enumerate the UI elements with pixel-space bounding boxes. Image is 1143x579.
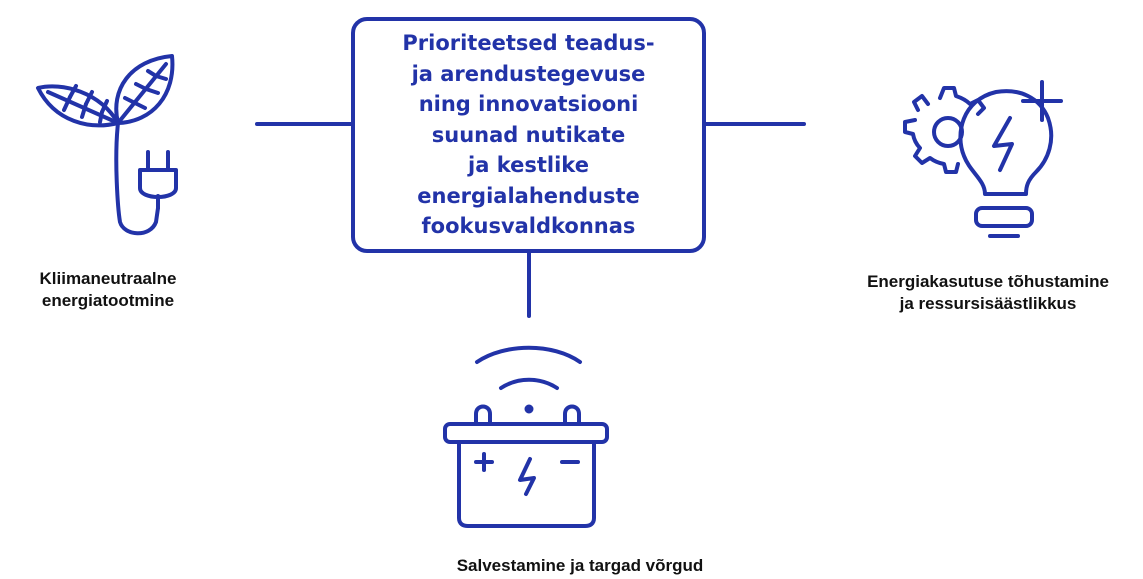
bulb-base: [974, 206, 1034, 228]
gear-outline: [903, 86, 986, 174]
center-title-line: suunad nutikate: [431, 122, 626, 147]
center-title-line: fookusvaldkonnas: [421, 214, 636, 239]
terminal-right: [563, 404, 581, 426]
battery-wireless-icon: [443, 345, 609, 528]
battery-top: [443, 422, 609, 444]
center-topic-title: Prioriteetsed teadus- ja arendustegevuse…: [392, 28, 664, 242]
gear-hub: [932, 116, 964, 148]
center-topic-box: Prioriteetsed teadus- ja arendustegevuse…: [351, 17, 706, 253]
lightbulb-gear-icon: [903, 80, 1063, 238]
bulb-outline: [958, 89, 1054, 196]
terminal-left: [474, 404, 492, 426]
label-line: ja ressursisäästlikkus: [899, 294, 1077, 313]
label-line: energiatootmine: [41, 291, 175, 310]
label-storage-smart-grids: Salvestamine ja targad võrgud: [380, 555, 780, 577]
label-line: Energiakasutuse tõhustamine: [867, 272, 1109, 291]
leaf-right-vein: [116, 62, 168, 125]
center-title-line: ja kestlike: [468, 153, 589, 178]
plant-plug-icon: [36, 54, 178, 236]
label-climate-neutral-production: Kliimaneutraalne energiatootmine: [18, 268, 198, 312]
wifi-arc-inner: [499, 377, 559, 390]
label-energy-efficiency: Energiakasutuse tõhustamine ja ressursis…: [838, 271, 1138, 315]
wifi-dot: [524, 404, 534, 414]
center-title-line: ja arendustegevuse: [411, 61, 646, 86]
center-title-line: ning innovatsiooni: [418, 92, 639, 117]
plug-body: [138, 168, 178, 199]
leaf-left: [36, 84, 120, 128]
center-title-line: energialahenduste: [417, 183, 640, 208]
wifi-arc-outer: [475, 345, 582, 364]
leaf-right: [114, 54, 175, 125]
label-line: Kliimaneutraalne: [39, 269, 177, 288]
bolt: [992, 116, 1014, 172]
connectors: [255, 122, 806, 318]
battery-bolt: [518, 457, 536, 496]
cable: [114, 121, 160, 236]
center-title-line: Prioriteetsed teadus-: [402, 30, 655, 55]
label-line: Salvestamine ja targad võrgud: [456, 556, 704, 575]
battery-body: [457, 440, 596, 528]
